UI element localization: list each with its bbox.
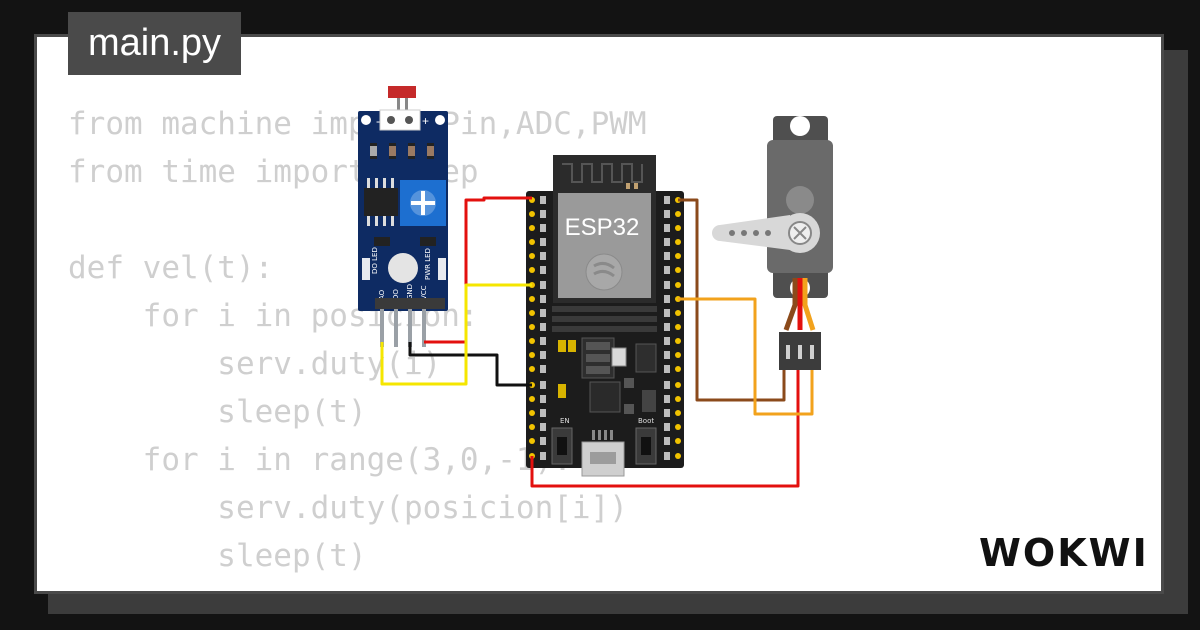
- esp32-label: ESP32: [565, 214, 640, 241]
- wire-gnd: [408, 342, 532, 387]
- pin-label-ao: AO: [378, 289, 386, 300]
- wire-servo-gnd: [678, 198, 786, 402]
- esp32-left-pins: [529, 197, 535, 459]
- pin-label-vcc: VCC: [420, 285, 428, 300]
- wokwi-logo-text: WOKWI: [979, 531, 1149, 575]
- pin-label-gnd: GND: [406, 284, 414, 300]
- code-line: serv.duty(posicion[i]): [68, 490, 628, 526]
- antenna-trace: [562, 163, 643, 183]
- esp32-board[interactable]: ESP32: [526, 155, 684, 477]
- code-line: serv.duty(i): [68, 346, 442, 382]
- file-tab[interactable]: main.py: [68, 12, 241, 75]
- esp32-right-pins: [675, 197, 681, 459]
- boot-label: Boot: [638, 417, 654, 425]
- comparator-ic: [364, 188, 398, 216]
- wire-signal-ao: [380, 283, 532, 386]
- wokwi-logo[interactable]: WOKWI: [975, 526, 1150, 576]
- code-line: sleep(t): [68, 394, 367, 430]
- do-led-label: DO LED: [371, 247, 379, 274]
- servo-motor[interactable]: [712, 116, 833, 370]
- sensor-minus-mark: -: [376, 114, 380, 128]
- code-line: from machine import Pin,ADC,PWM: [68, 106, 647, 142]
- pin-label-do: DO: [392, 289, 400, 300]
- code-line: sleep(t): [68, 538, 367, 574]
- photoresistor-head: [388, 86, 416, 98]
- wire-servo-signal: [678, 297, 814, 416]
- ldr-sensor-module[interactable]: - + DO LED PWR LED AO DO GND VCC: [358, 86, 448, 347]
- wire-servo-power: [530, 370, 800, 488]
- led-indicator: [388, 253, 418, 283]
- usb-uart-chip: [589, 381, 621, 413]
- en-label: EN: [560, 417, 570, 425]
- wire-vcc: [424, 196, 532, 344]
- wires: [380, 196, 814, 488]
- sensor-plus-mark: +: [422, 114, 429, 128]
- code-line: def vel(t):: [68, 250, 274, 286]
- pwr-led-label: PWR LED: [424, 248, 432, 280]
